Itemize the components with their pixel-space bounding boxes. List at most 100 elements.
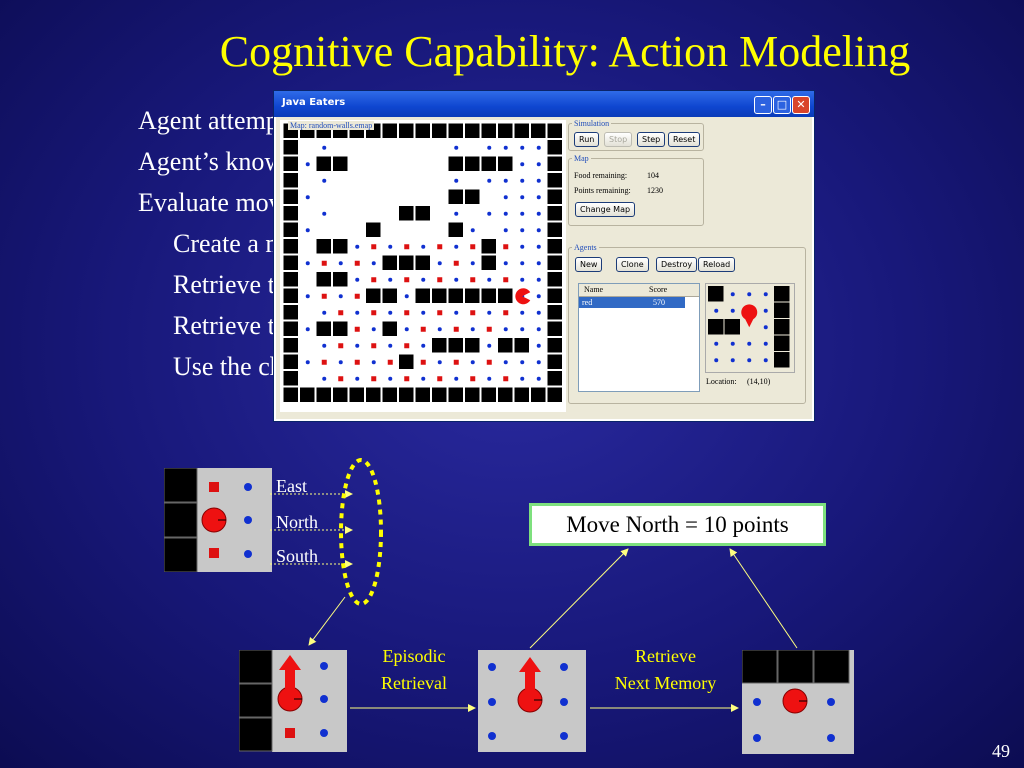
blue-food: [714, 358, 719, 363]
wall-cell: [316, 239, 331, 254]
red-food: [486, 359, 492, 365]
map-frame: [280, 120, 566, 412]
blue-food: [520, 277, 525, 282]
blue-food: [536, 376, 541, 381]
retrieve-next-memory-label: Retrieve Next Memory: [598, 643, 733, 697]
wall-cell: [498, 123, 513, 138]
direction-south: South: [276, 546, 319, 566]
wall-cell: [514, 387, 529, 402]
wall-cell: [283, 272, 298, 287]
slide-title: Cognitive Capability: Action Modeling: [219, 27, 911, 76]
wall-cell: [774, 319, 790, 335]
agents-group: Agents: [568, 243, 806, 404]
maximize-icon[interactable]: □: [773, 96, 791, 114]
wall-cell: [481, 387, 496, 402]
blue-food: [322, 211, 327, 216]
wall-cell: [415, 255, 430, 270]
blue-food: [560, 732, 568, 740]
blue-food: [355, 376, 360, 381]
blue-food: [470, 327, 475, 332]
blue-food: [520, 360, 525, 365]
wall-cell: [415, 387, 430, 402]
wall-cell: [316, 156, 331, 171]
table-row[interactable]: red 570: [579, 297, 685, 308]
eater-map-grid[interactable]: [280, 120, 566, 412]
red-food: [285, 728, 295, 738]
wall-cell: [283, 206, 298, 221]
points-remaining-value: 1230: [647, 186, 663, 195]
wall-cell: [514, 123, 529, 138]
wall-cell: [547, 140, 562, 155]
red-food: [338, 310, 344, 316]
new-agent-button[interactable]: New: [575, 257, 603, 272]
blue-food: [320, 729, 328, 737]
reload-agent-button[interactable]: Reload: [698, 257, 736, 272]
wall-cell: [465, 156, 480, 171]
run-button[interactable]: Run: [574, 132, 600, 147]
minimize-icon[interactable]: –: [754, 96, 772, 114]
food-remaining-label: Food remaining:: [574, 171, 628, 180]
blue-food: [404, 294, 409, 299]
blue-food: [320, 662, 328, 670]
blue-food: [487, 211, 492, 216]
wall-cell: [448, 123, 463, 138]
blue-food: [763, 308, 768, 313]
blue-food: [536, 277, 541, 282]
wall-cell: [531, 387, 546, 402]
red-food: [404, 343, 410, 349]
blue-food: [470, 228, 475, 233]
wall-cell: [333, 156, 348, 171]
wall-cell: [774, 302, 790, 318]
wall-cell: [465, 387, 480, 402]
wall-cell: [432, 387, 447, 402]
blue-food: [763, 358, 768, 363]
blue-food: [487, 145, 492, 150]
wall-cell: [708, 319, 724, 335]
wall-cell: [481, 255, 496, 270]
agent-name: red: [582, 298, 593, 307]
wall-cell: [366, 288, 381, 303]
blue-food: [714, 308, 719, 313]
blue-food: [747, 358, 752, 363]
wall-cell: [382, 387, 397, 402]
reset-button[interactable]: Reset: [668, 132, 701, 147]
agents-label: Agents: [574, 243, 597, 252]
blue-food: [520, 178, 525, 183]
blue-food: [536, 360, 541, 365]
simulation-label: Simulation: [574, 119, 610, 128]
blue-food: [470, 360, 475, 365]
step-button[interactable]: Step: [637, 132, 666, 147]
blue-food: [536, 244, 541, 249]
blue-food: [322, 310, 327, 315]
wall-cell: [399, 123, 414, 138]
window-titlebar[interactable]: Java Eaters – □ ✕: [274, 91, 814, 117]
clone-agent-button[interactable]: Clone: [616, 257, 649, 272]
red-food: [437, 310, 443, 316]
wall-cell: [415, 206, 430, 221]
wall-cell: [432, 288, 447, 303]
blue-food: [454, 178, 459, 183]
wall-cell: [547, 321, 562, 336]
change-map-button[interactable]: Change Map: [575, 202, 636, 217]
wall-cell: [382, 255, 397, 270]
wall-cell: [774, 352, 790, 368]
wall-block: [239, 717, 273, 752]
agents-table[interactable]: Name Score red 570: [578, 283, 700, 392]
close-icon[interactable]: ✕: [792, 96, 810, 114]
destroy-agent-button[interactable]: Destroy: [656, 257, 698, 272]
blue-food: [763, 341, 768, 346]
blue-food: [244, 516, 252, 524]
wall-cell: [498, 338, 513, 353]
blue-food: [437, 261, 442, 266]
blue-food: [536, 261, 541, 266]
wall-cell: [724, 319, 740, 335]
wall-cell: [708, 286, 724, 302]
red-food: [470, 376, 476, 382]
blue-food: [520, 327, 525, 332]
red-food: [453, 326, 459, 332]
blue-food: [454, 211, 459, 216]
blue-food: [520, 244, 525, 249]
wall-cell: [283, 321, 298, 336]
stop-button[interactable]: Stop: [604, 132, 633, 147]
blue-food: [503, 195, 508, 200]
